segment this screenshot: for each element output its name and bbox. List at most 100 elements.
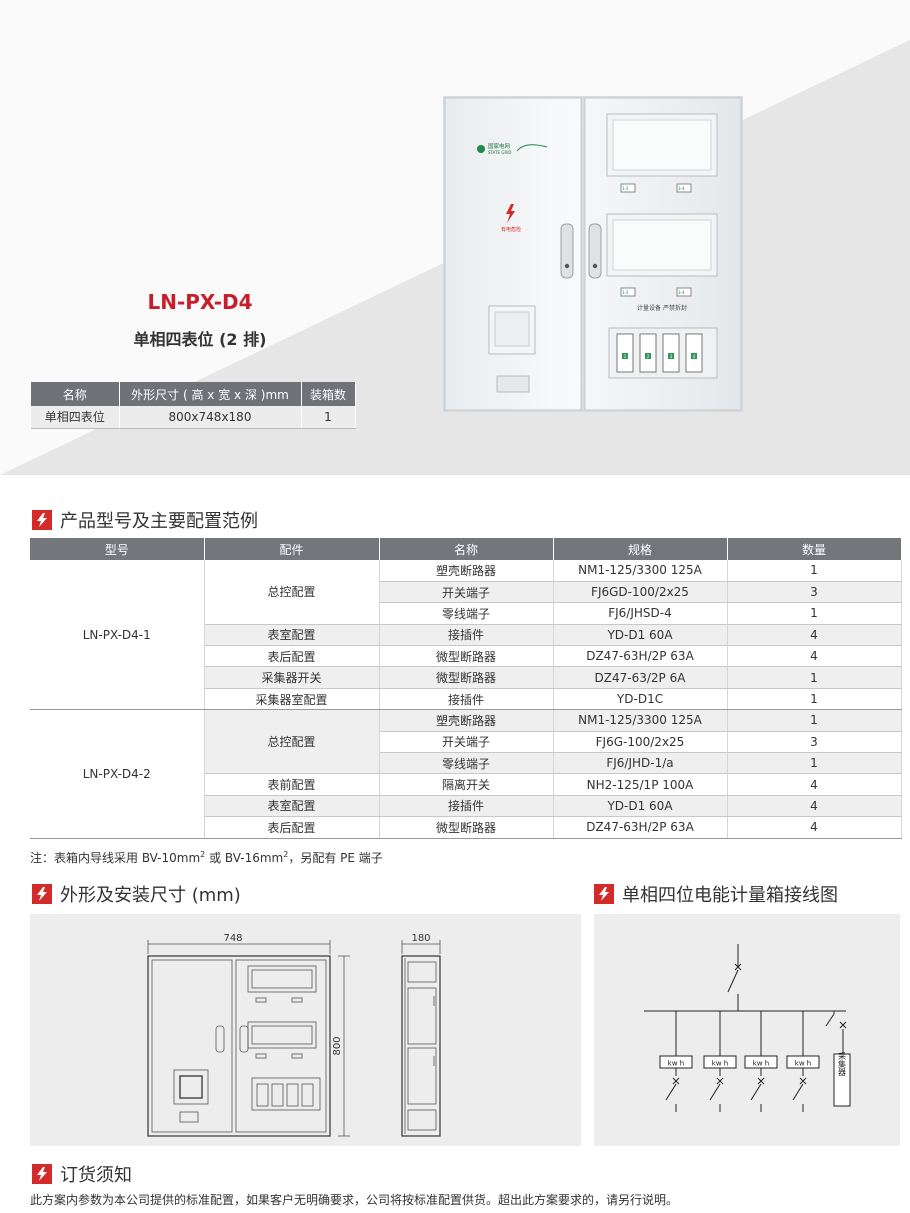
dimension-drawing: 748 180 800 <box>147 933 441 1137</box>
switch-indicator-2 <box>676 183 692 193</box>
name-cell: 接插件 <box>379 624 554 647</box>
name-cell: 微型断路器 <box>379 645 554 668</box>
table-row: 表后配置 微型断路器 DZ47-63H/2P 63A 4 <box>30 816 902 839</box>
part-cell: 表前配置 <box>204 773 380 796</box>
product-subtitle: 单相四表位 (2 排) <box>133 330 267 349</box>
left-lock-icon <box>564 263 570 269</box>
meter-label-2: kw h <box>712 1060 728 1068</box>
table-row: 表室配置 接插件 YD-D1 60A 4 <box>30 795 902 818</box>
table-row: 表室配置 接插件 YD-D1 60A 4 <box>30 624 902 647</box>
product-title: LN-PX-D4 <box>147 290 253 314</box>
meter-seal-label: 计量设备 严禁拆封 <box>637 304 687 312</box>
spec-cell: FJ6G-100/2x25 <box>553 731 728 754</box>
table-row: 零线端子 FJ6/JHD-1/a 1 <box>30 752 902 775</box>
hero-banner: LN-PX-D4 单相四表位 (2 排) 名称 外形尺寸 ( 高 x 宽 x 深… <box>0 0 910 475</box>
spec-cell: DZ47-63/2P 6A <box>553 666 728 689</box>
spec-header-size: 外形尺寸 ( 高 x 宽 x 深 )mm <box>119 382 302 406</box>
svg-text:4: 4 <box>693 354 696 359</box>
section-dimensions-heading: 外形及安装尺寸 (mm) <box>32 881 241 907</box>
order-notice-text: 此方案内参数为本公司提供的标准配置，如果客户无明确要求，公司将按标准配置供货。超… <box>30 1193 679 1207</box>
section-config-heading: 产品型号及主要配置范例 <box>32 507 258 533</box>
wiring-note: 注：表箱内导线采用 BV-10mm2 或 BV-16mm2，另配有 PE 端子 <box>30 850 383 865</box>
qty-cell: 4 <box>727 645 902 668</box>
spec-header-row: 名称 外形尺寸 ( 高 x 宽 x 深 )mm 装箱数 <box>31 382 356 406</box>
cabinet-image: 国家电网 STATE GRID 有电危险 1-2 3-4 1-2 3-4 计量设… <box>443 96 743 412</box>
spec-cell: FJ6/JHSD-4 <box>553 602 728 625</box>
svg-text:1-2: 1-2 <box>622 186 629 191</box>
header-spec: 规格 <box>553 538 728 560</box>
lightning-icon <box>32 884 52 904</box>
section-order-heading: 订货须知 <box>32 1161 132 1187</box>
qty-cell: 4 <box>727 816 902 839</box>
header-name: 名称 <box>379 538 554 560</box>
name-cell: 微型断路器 <box>379 816 554 839</box>
part-cell: 表后配置 <box>204 645 380 668</box>
table-row: 零线端子 FJ6/JHSD-4 1 <box>30 602 902 625</box>
qty-cell: 1 <box>727 688 902 711</box>
table-row: 表后配置 微型断路器 DZ47-63H/2P 63A 4 <box>30 645 902 668</box>
switch-indicator-4 <box>676 287 692 297</box>
header-model: 型号 <box>30 538 205 560</box>
name-cell: 零线端子 <box>379 752 554 775</box>
lightning-icon <box>32 510 52 530</box>
wiring-diagram-panel: kw h kw h kw h kw h 采集器 <box>594 914 900 1146</box>
header-part: 配件 <box>204 538 380 560</box>
qty-cell: 4 <box>727 624 902 647</box>
dim-depth-label: 180 <box>411 933 430 944</box>
right-door-handle <box>588 223 602 279</box>
dimension-drawing-panel: 748 180 800 <box>30 914 581 1146</box>
qty-cell: 1 <box>727 602 902 625</box>
lightning-icon <box>32 1164 52 1184</box>
meter-label-4: kw h <box>795 1060 811 1068</box>
dim-width-label: 748 <box>223 933 242 944</box>
spec-cell-size: 800x748x180 <box>119 406 302 429</box>
danger-label: 有电危险 <box>501 226 521 233</box>
model-cell: LN-PX-D4-2 <box>30 709 205 839</box>
qty-cell: 1 <box>727 666 902 689</box>
section-wiring-title: 单相四位电能计量箱接线图 <box>622 885 838 906</box>
lightning-warning-icon <box>506 204 515 223</box>
spec-cell: FJ6GD-100/2x25 <box>553 581 728 604</box>
section-config-title: 产品型号及主要配置范例 <box>60 511 258 532</box>
model-cell: LN-PX-D4-1 <box>30 560 205 711</box>
wiring-diagram: kw h kw h kw h kw h 采集器 <box>644 944 851 1112</box>
logo-en-text: STATE GRID <box>488 150 511 155</box>
header-qty: 数量 <box>727 538 902 560</box>
spec-header-count: 装箱数 <box>301 382 356 406</box>
table-row: 采集器室配置 接插件 YD-D1C 1 <box>30 688 902 711</box>
breaker-group: 1 2 3 4 <box>616 333 703 373</box>
svg-text:3: 3 <box>670 354 673 359</box>
qty-cell: 1 <box>727 709 902 732</box>
dim-height-label: 800 <box>332 1036 343 1055</box>
logo-cn-text: 国家电网 <box>488 142 511 150</box>
qty-cell: 4 <box>727 773 902 796</box>
qty-cell: 1 <box>727 560 902 582</box>
table-row: 开关端子 FJ6G-100/2x25 3 <box>30 731 902 754</box>
spec-cell: YD-D1 60A <box>553 624 728 647</box>
config-header-row: 型号 配件 名称 规格 数量 <box>30 538 902 560</box>
name-cell: 隔离开关 <box>379 773 554 796</box>
switch-indicator-3 <box>620 287 636 297</box>
lightning-icon <box>594 884 614 904</box>
name-cell: 接插件 <box>379 688 554 711</box>
cabinet-left-door <box>444 97 582 411</box>
spec-cell-name: 单相四表位 <box>31 406 120 429</box>
spec-cell: DZ47-63H/2P 63A <box>553 816 728 839</box>
name-cell: 开关端子 <box>379 731 554 754</box>
spec-cell: NH2-125/1P 100A <box>553 773 728 796</box>
spec-cell: YD-D1C <box>553 688 728 711</box>
section-dimensions-title: 外形及安装尺寸 (mm) <box>60 885 241 906</box>
name-cell: 微型断路器 <box>379 666 554 689</box>
spec-cell: NM1-125/3300 125A <box>553 709 728 732</box>
table-row: 开关端子 FJ6GD-100/2x25 3 <box>30 581 902 604</box>
name-cell: 塑壳断路器 <box>379 560 554 582</box>
qty-cell: 3 <box>727 731 902 754</box>
section-order-title: 订货须知 <box>60 1165 132 1186</box>
meter-label-3: kw h <box>753 1060 769 1068</box>
svg-text:3-4: 3-4 <box>678 186 685 191</box>
svg-text:1: 1 <box>624 354 627 359</box>
switch-indicator-1 <box>620 183 636 193</box>
svg-text:2: 2 <box>647 354 650 359</box>
name-cell: 开关端子 <box>379 581 554 604</box>
qty-cell: 1 <box>727 752 902 775</box>
